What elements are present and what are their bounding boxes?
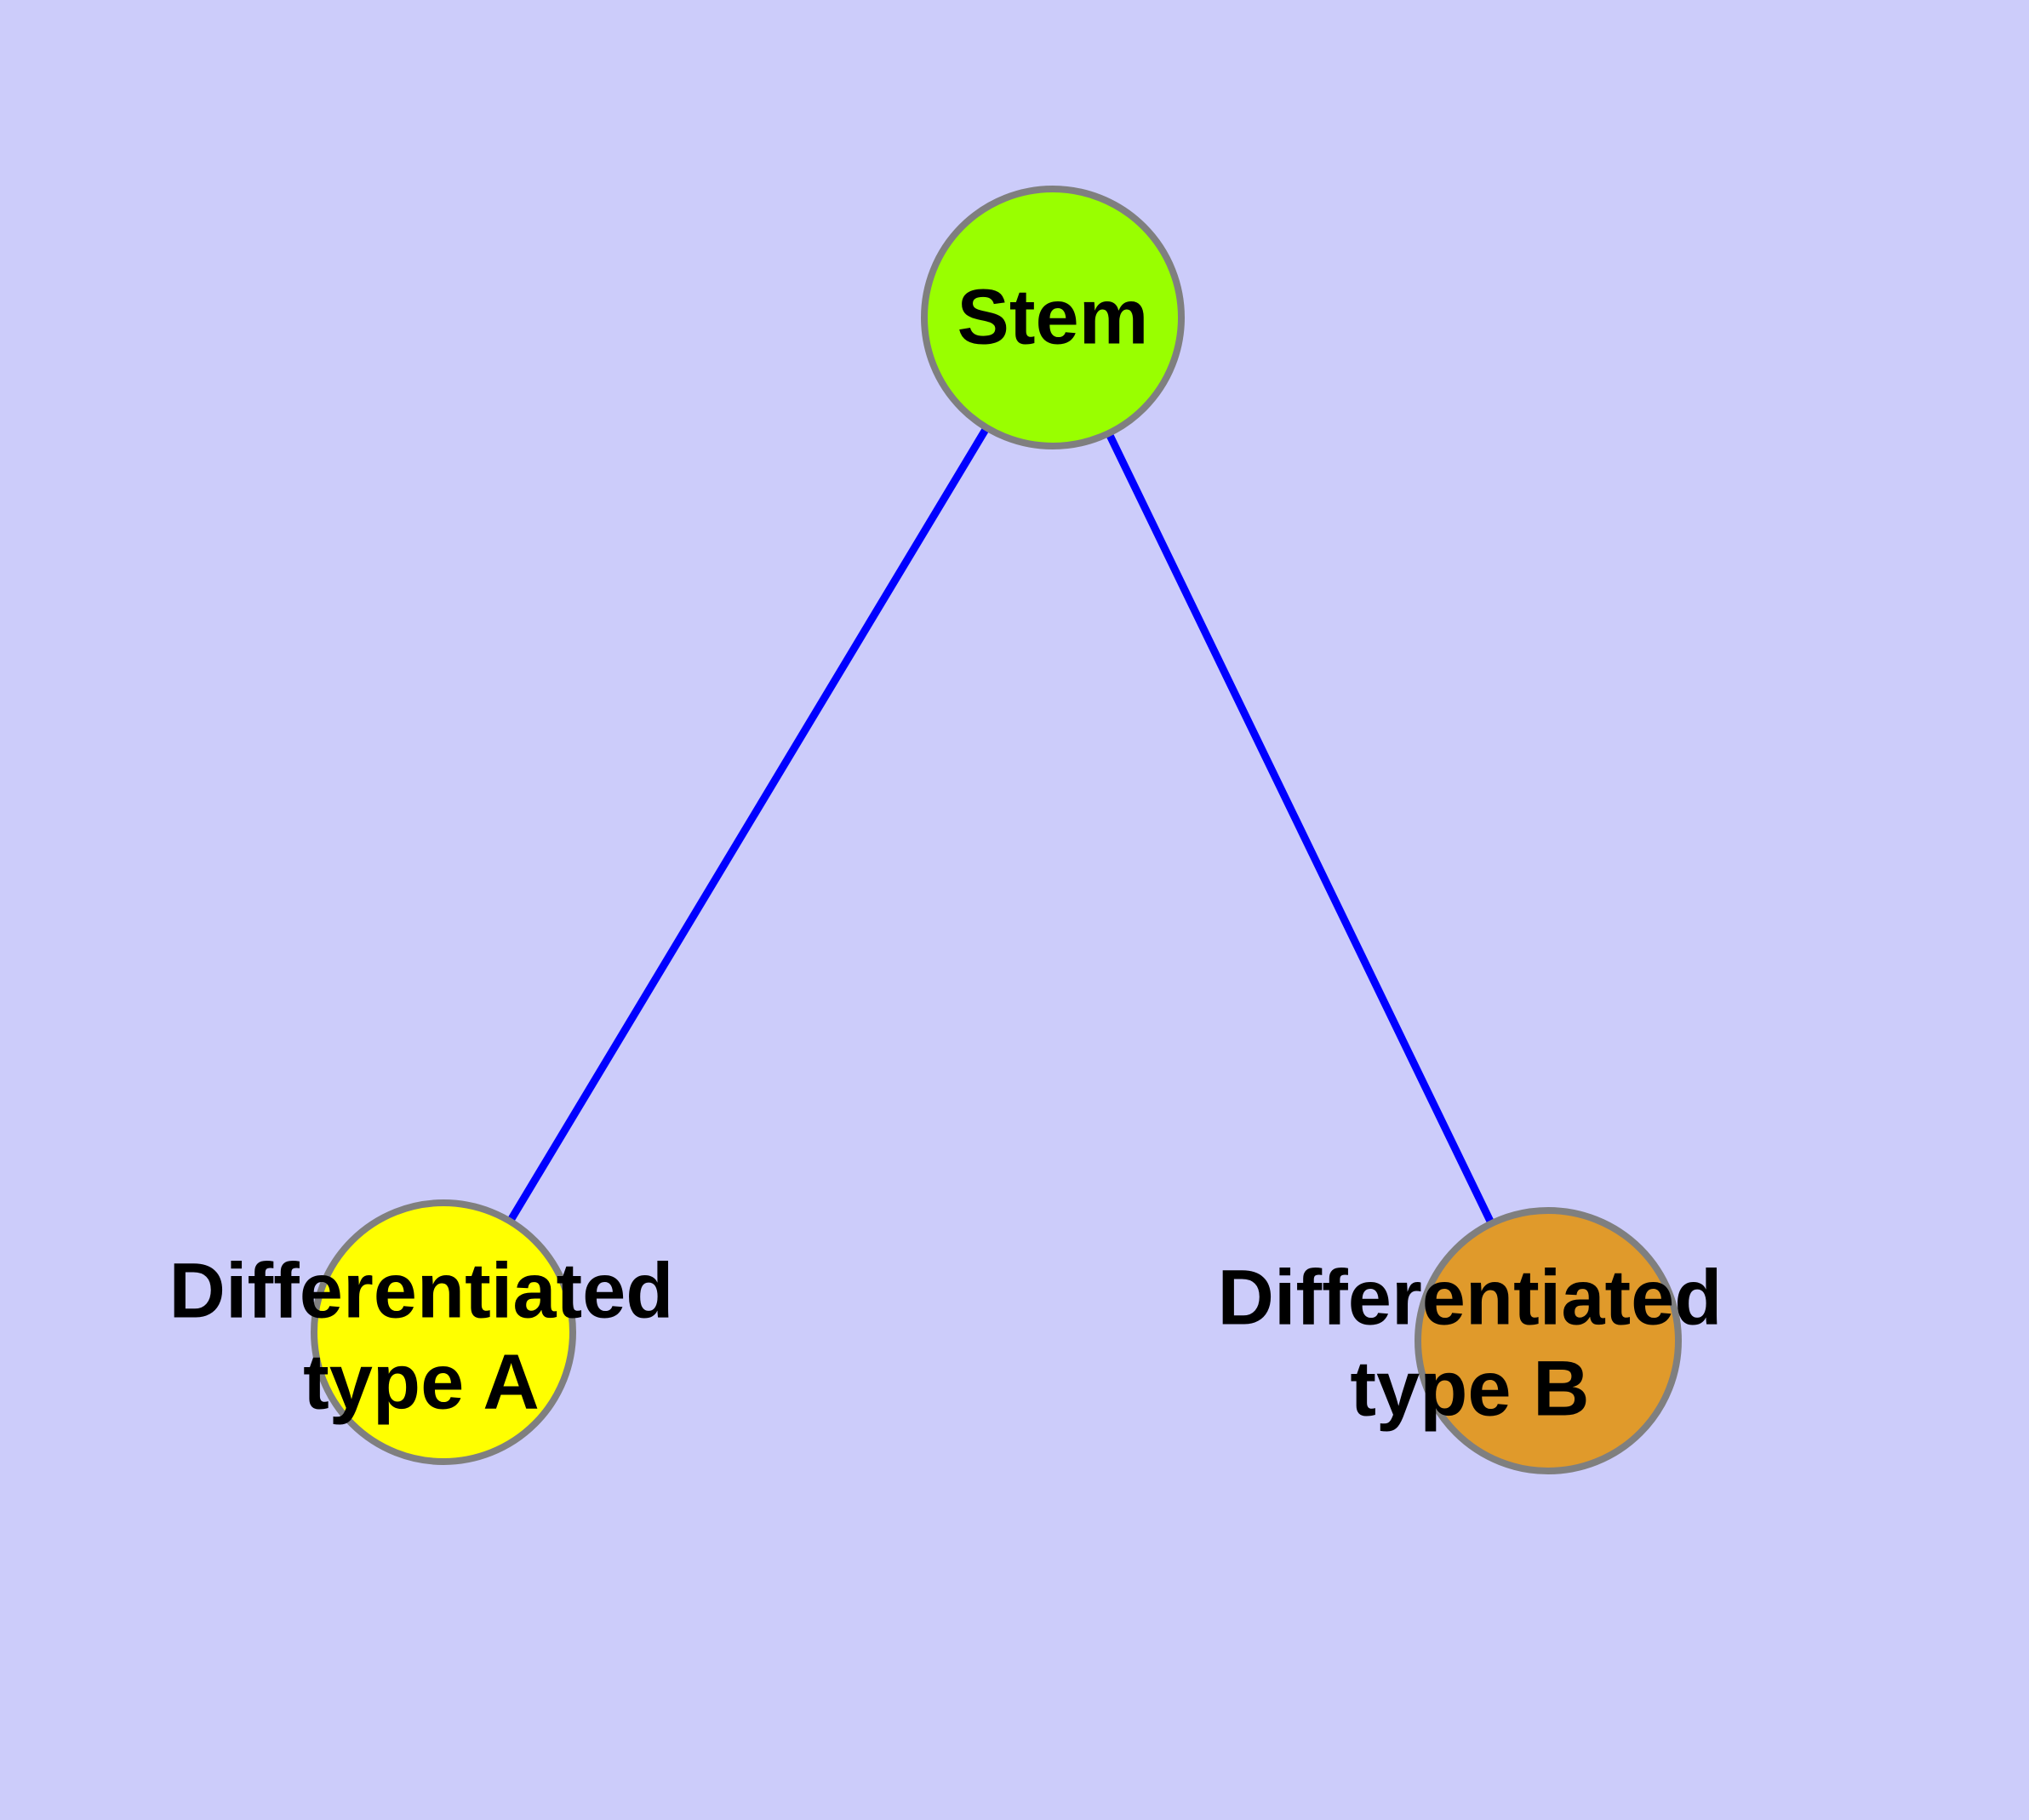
edge-layer <box>440 315 1552 1342</box>
node-circle-stem[interactable] <box>921 186 1185 449</box>
node-circle-differentiated-type-a[interactable] <box>311 1199 576 1465</box>
node-layer <box>311 186 1682 1474</box>
node-circle-differentiated-type-b[interactable] <box>1415 1207 1682 1474</box>
edge-stem-to-differentiated-type-a[interactable] <box>440 315 1056 1335</box>
edge-stem-to-differentiated-type-b[interactable] <box>1049 316 1552 1342</box>
